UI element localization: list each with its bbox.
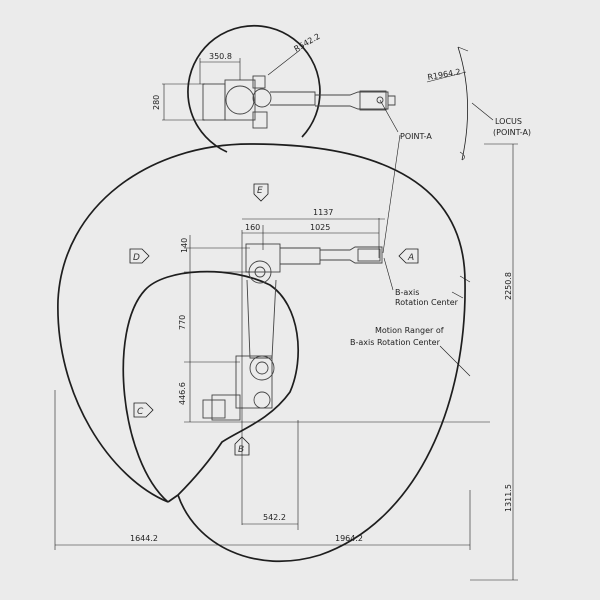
top-view-robot <box>202 75 396 129</box>
view-marker-c: C <box>133 402 154 418</box>
dim-r1964-2: R1964.2 <box>427 67 462 82</box>
dim-1025: 1025 <box>310 223 330 232</box>
view-marker-e: E <box>253 183 269 202</box>
side-dimensions: 1137 1025 160 140 770 446.6 2250.8 1311.… <box>54 143 518 581</box>
view-marker-b: B <box>234 436 250 456</box>
motion-label-1: Motion Ranger of <box>375 326 444 335</box>
dim-160: 160 <box>245 223 260 232</box>
dim-1644-2: 1644.2 <box>130 534 158 543</box>
dim-1137: 1137 <box>313 208 333 217</box>
view-marker-d: D <box>129 248 150 264</box>
svg-text:A: A <box>407 253 414 263</box>
dim-350-8: 350.8 <box>209 52 232 61</box>
locus-label-1: LOCUS <box>495 117 522 126</box>
svg-text:E: E <box>257 186 263 196</box>
annotations: B-axis Rotation Center Motion Ranger of … <box>350 134 471 377</box>
top-view: 350.8 R542.2 280 POINT-A <box>152 24 432 153</box>
outer-locus <box>57 143 466 503</box>
point-a-label: POINT-A <box>400 132 432 141</box>
motion-label-2: B-axis Rotation Center <box>350 338 441 347</box>
dim-770: 770 <box>178 315 187 330</box>
dim-542-2: 542.2 <box>263 513 286 522</box>
far-locus: R1964.2 LOCUS (POINT-A) <box>427 46 531 161</box>
locus-label-2: (POINT-A) <box>493 128 531 137</box>
dim-280: 280 <box>152 95 161 110</box>
dim-r542-2: R542.2 <box>293 32 322 54</box>
side-view-robot <box>202 243 383 421</box>
dim-1964-2: 1964.2 <box>335 534 363 543</box>
inner-locus <box>122 270 299 503</box>
svg-text:D: D <box>133 253 140 263</box>
top-view-range-arc <box>187 24 321 153</box>
baxis-label-2: Rotation Center <box>395 298 459 307</box>
baxis-label-1: B-axis <box>395 288 419 297</box>
view-marker-a: A <box>398 248 419 264</box>
dim-1311-5: 1311.5 <box>504 484 513 512</box>
svg-text:C: C <box>137 407 144 417</box>
dim-140: 140 <box>180 238 189 253</box>
dim-2250-8: 2250.8 <box>504 272 513 300</box>
dim-446-6: 446.6 <box>178 382 187 405</box>
side-view-envelope <box>57 143 466 563</box>
lower-locus <box>177 281 466 563</box>
svg-text:B: B <box>238 445 244 455</box>
cut-line <box>167 494 179 503</box>
